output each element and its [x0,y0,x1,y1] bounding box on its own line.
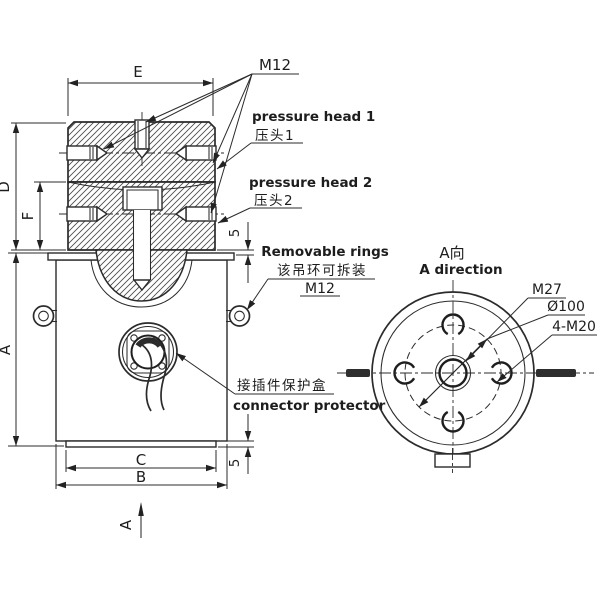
m12-leader-top-screw [145,73,253,123]
body-cavity [90,259,193,308]
label-4-m20: 4-M20 [496,319,597,383]
cable-edge-inner [138,342,153,412]
dimension-gap-bottom: 5 [218,414,254,474]
view-title-zh: A向 [439,244,464,262]
dimension-A: A [0,252,64,447]
side-stud-right [536,369,576,377]
section-arrow-label: A [117,519,135,530]
label-bolt-circle-dia: Ø100 [418,299,585,408]
dim-label-F: F [19,212,37,221]
dim-label-C: C [136,451,146,469]
label-pressure-head-2: pressure head 2 压头2 [217,175,372,224]
right-lower-m12-screw [174,205,217,223]
label-pressure-head-1: pressure head 1 压头1 [216,109,375,170]
dia-label: Ø100 [547,299,585,315]
removable-rings-zh: 该吊环可拆装 [277,263,367,279]
right-upper-m12-screw [174,144,217,162]
dim-label-gap-top: 5 [227,229,243,238]
connector-protector-zh: 接插件保护盒 [237,377,327,394]
cable-bend [135,337,163,348]
left-lower-m12-screw [66,205,109,223]
section-arrow-a: A [117,502,144,538]
dim-label-B: B [136,468,146,486]
pressure-head-1-en: pressure head 1 [252,109,375,125]
removable-rings-en: Removable rings [261,244,389,260]
view-title-en: A direction [419,262,502,278]
m12-leader-left-upper [103,73,253,150]
connector [118,322,178,412]
m27-label: M27 [532,282,562,298]
pressure-head-2-boss [122,186,163,292]
left-upper-m12-screw [66,144,109,162]
bolt-hole-east [490,361,513,385]
pressure-head-1-zh: 压头1 [255,128,295,144]
dim-label-E: E [133,63,142,81]
section-arrowhead [138,502,144,516]
cable-edge-outer [152,337,168,411]
m12-leader-right-upper [212,73,253,164]
pressure-head-2-en: pressure head 2 [249,175,372,191]
label-m27: M27 [465,282,566,362]
dimension-F: F [19,181,66,250]
left-section-view: E D F A 5 [0,56,389,538]
top-m12-screw [133,119,151,160]
bolt-circle [404,324,502,422]
pressure-head-2-zh: 压头2 [254,193,294,209]
dim-label-gap-bottom: 5 [227,459,243,468]
lifting-ring-left [32,305,57,327]
lifting-ring-right [226,305,251,327]
bolt-hole-west [393,361,416,385]
dimension-E: E [67,63,214,116]
bolt-hole-north [441,313,465,336]
label-removable-rings: Removable rings 该吊环可拆装 M12 [246,244,389,311]
center-hole-m27 [438,358,468,388]
dimension-D: D [0,122,66,251]
label-m12-screws: M12 [103,56,299,214]
side-stud-left [346,369,370,377]
m12-leader-right-lower [210,73,253,214]
m12-label: M12 [259,56,291,74]
label-connector-protector: 接插件保护盒 connector protector [175,352,386,414]
dimension-C: C [65,450,217,472]
connector-protector-en: connector protector [233,398,386,414]
a-direction-view: A向 A direction M27 Ø100 [337,244,597,473]
center-hole-thread [434,354,472,392]
holes-label: 4-M20 [552,319,596,335]
dim-label-A: A [0,344,14,355]
base-plate [65,440,217,448]
removable-rings-thread: M12 [305,281,335,297]
bolt-hole-south [441,410,465,433]
dimension-B: B [55,444,228,489]
dimension-gap-top: 5 [217,222,254,283]
dim-label-D: D [0,181,13,193]
